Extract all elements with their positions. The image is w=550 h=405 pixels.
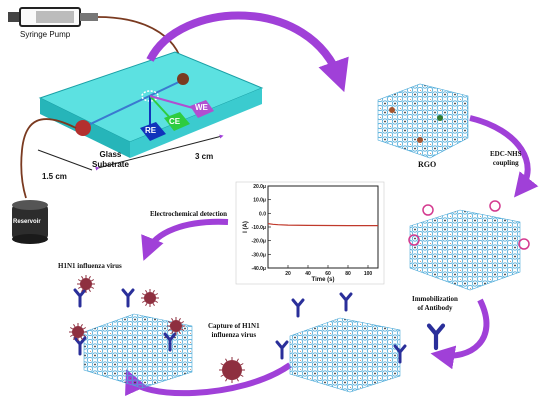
virus-icon xyxy=(77,275,95,293)
reservoir-label: Reservoir xyxy=(13,219,41,225)
edc-nhs-label: EDC-NHS coupling xyxy=(490,150,522,167)
chart-ylabel: I (A) xyxy=(243,221,249,233)
outlet-port xyxy=(75,120,91,136)
virus-icon xyxy=(141,289,159,307)
y-tick-label: -10.0μ xyxy=(252,225,266,231)
antibody-icon xyxy=(393,344,407,364)
height-dimension xyxy=(37,149,93,171)
chart-xlabel: Time (s) xyxy=(312,277,335,283)
antibody-icon xyxy=(275,340,289,360)
y-tick-label: -40.0μ xyxy=(252,266,266,272)
virus-icon xyxy=(69,323,87,341)
x-axis-ticks: 20 40 60 80 100 xyxy=(285,265,372,277)
tubing-bottom xyxy=(20,118,77,199)
we-electrode xyxy=(190,100,214,118)
detection-label: Electrochemical detection xyxy=(150,210,228,218)
x-tick-label: 100 xyxy=(364,271,373,277)
inlet-port xyxy=(177,73,189,85)
antibody-icon xyxy=(121,288,135,308)
reservoir-icon xyxy=(12,200,48,244)
x-tick-label: 80 xyxy=(345,271,351,277)
width-dimension-label: 3 cm xyxy=(195,152,214,161)
y-tick-label: 20.0μ xyxy=(253,184,266,190)
ce-label: CE xyxy=(169,117,181,126)
capture-label: Capture of H1N1 influenza virus xyxy=(208,322,260,339)
y-tick-label: -20.0μ xyxy=(252,239,266,245)
y-axis-ticks: 20.0μ 10.0μ 0.0 -10.0μ -20.0μ -30.0μ -40.0μ xyxy=(252,184,271,272)
arrow-immobilization xyxy=(430,298,490,370)
we-label: WE xyxy=(195,103,208,112)
virus-icon xyxy=(219,357,245,383)
x-tick-label: 40 xyxy=(305,271,311,277)
height-dimension-label: 1.5 cm xyxy=(42,172,67,181)
syringe-pump-label: Syringe Pump xyxy=(20,30,71,39)
current-series-line xyxy=(267,223,378,227)
width-dimension xyxy=(95,134,224,171)
x-tick-label: 60 xyxy=(325,271,331,277)
antibody-icon xyxy=(73,288,87,308)
y-tick-label: 10.0μ xyxy=(253,198,266,204)
x-tick-label: 20 xyxy=(285,271,291,277)
y-tick-label: -30.0μ xyxy=(252,252,266,258)
antibody-icon xyxy=(73,336,87,356)
arrow-to-rgo xyxy=(146,11,349,93)
immobilization-label: Immobilization of Antibody xyxy=(412,295,458,312)
antibody-icon xyxy=(291,298,305,318)
antibody-sheet xyxy=(289,317,401,393)
syringe-pump-icon xyxy=(8,7,98,27)
arrow-edc-nhs xyxy=(469,115,539,198)
re-label: RE xyxy=(145,126,157,135)
arrow-detection xyxy=(141,218,229,261)
sensing-chamber xyxy=(141,90,159,102)
antibody-icon xyxy=(339,292,353,312)
current-time-chart: 20.0μ 10.0μ 0.0 -10.0μ -20.0μ -30.0μ -40.0μ 20… xyxy=(235,181,385,285)
virus-icon xyxy=(167,317,185,335)
substrate-label: Glass Substrate xyxy=(92,150,129,169)
virus-label: H1N1 influenza virus xyxy=(58,262,122,270)
microfluidic-channel xyxy=(81,79,184,129)
antibody-legend-icon xyxy=(426,323,446,351)
nhs-activated-sheet xyxy=(408,200,530,291)
antibody-icon xyxy=(163,332,177,352)
y-tick-label: 0.0 xyxy=(259,211,266,217)
ce-electrode xyxy=(164,112,190,131)
rgo-label: RGO xyxy=(418,160,437,169)
rgo-sheet xyxy=(377,83,469,159)
